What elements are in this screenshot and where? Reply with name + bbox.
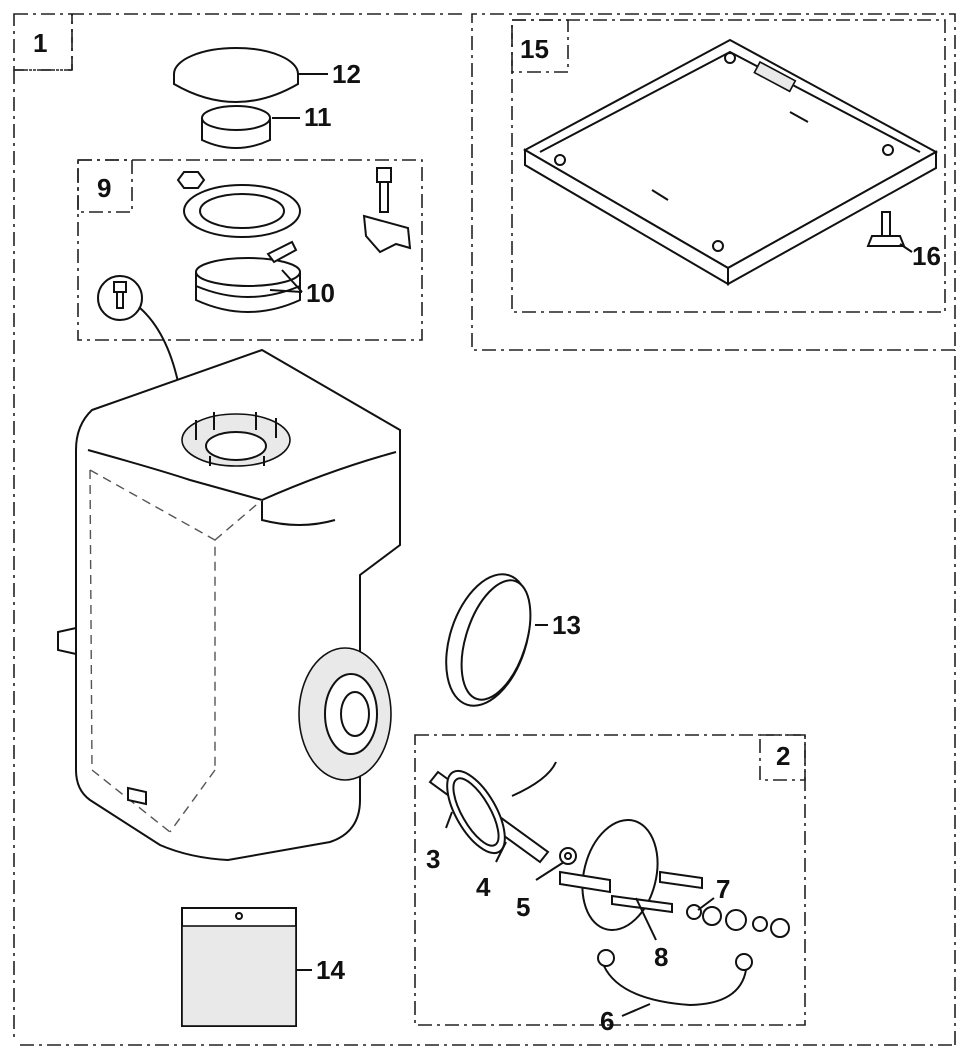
base-tray-part-15 xyxy=(522,38,939,286)
callout-13: 13 xyxy=(552,610,581,640)
group-label-2: 2 xyxy=(776,741,791,771)
callout-10: 10 xyxy=(306,278,335,308)
callout-14: 14 xyxy=(316,955,345,985)
callout-3: 3 xyxy=(426,844,441,874)
callout-16: 16 xyxy=(912,241,941,271)
group-2-boundary xyxy=(414,734,806,1026)
callout-6: 6 xyxy=(600,1006,615,1036)
group-15-boundary xyxy=(511,19,946,313)
group-9-label-box xyxy=(77,159,133,213)
cover-disc-part-13 xyxy=(445,573,532,707)
callout-5: 5 xyxy=(516,892,531,922)
group-label-15: 15 xyxy=(520,34,549,64)
group-15-label-box xyxy=(511,19,569,73)
document-bag-part-14 xyxy=(181,907,297,1027)
callout-11: 11 xyxy=(304,102,332,132)
group-1-label-box xyxy=(13,13,73,71)
callout-4: 4 xyxy=(476,872,491,902)
leveling-foot-part-16 xyxy=(866,211,906,247)
tank-body xyxy=(57,348,401,862)
flange-kit-parts xyxy=(176,167,412,313)
group-2-label-box xyxy=(759,734,806,781)
leader-lines xyxy=(269,73,913,1017)
group-label-1: 1 xyxy=(33,28,48,58)
group-label-9: 9 xyxy=(97,173,112,203)
sleeve-part-11 xyxy=(201,105,271,149)
callout-8: 8 xyxy=(654,942,669,972)
heater-kit-parts xyxy=(428,761,790,1007)
callout-7: 7 xyxy=(716,874,731,904)
callout-12: 12 xyxy=(332,59,361,89)
cap-part-12 xyxy=(173,47,299,103)
group-9-boundary xyxy=(77,159,423,341)
